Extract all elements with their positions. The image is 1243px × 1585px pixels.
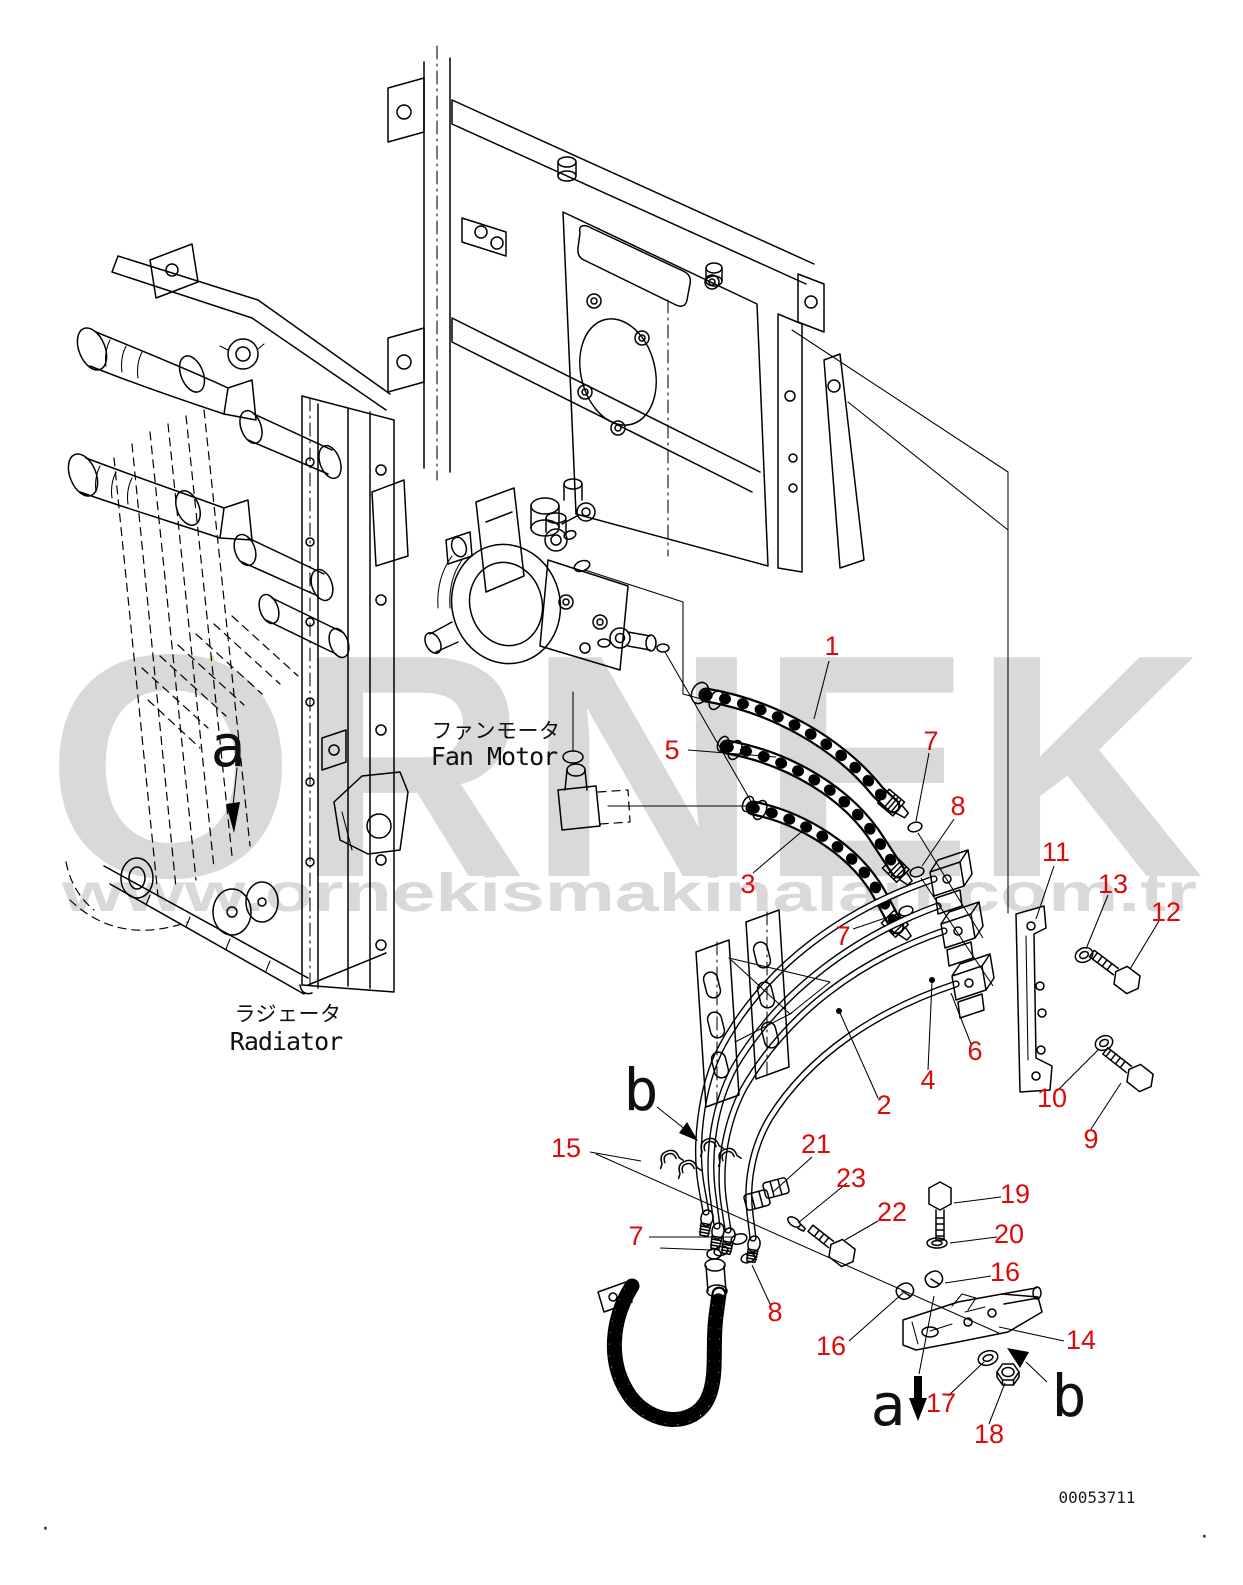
callout-16: 16 [990,1257,1020,1287]
mounting-bracket-11 [1015,905,1053,1093]
frame-assembly [371,45,1009,914]
callout-10: 10 [1037,1083,1067,1113]
fitting-23 [787,1216,806,1232]
fan-motor-label-jp: ファンモータ [432,719,561,743]
callout-11: 11 [1042,837,1070,867]
radiator-label-jp: ラジェータ [234,1002,341,1026]
watermark-url-text: www.ornekismakinalari.com.tr [61,863,1197,923]
view-marker-a: a [211,712,246,780]
bolt-22 [807,1224,856,1268]
callout-4: 4 [920,1065,935,1095]
callout-7: 7 [923,726,938,756]
stray-marks: .. [40,1514,1210,1543]
fan-motor [424,478,753,831]
callout-6: 6 [967,1036,982,1066]
watermark-triangle-icon [110,655,156,684]
callout-12: 12 [1151,897,1181,927]
callout-19: 19 [1000,1179,1030,1209]
stray-mark-.: . [40,1514,51,1535]
bolt-12 [1088,949,1141,995]
radiator-assembly [65,243,409,995]
hoses [690,681,913,941]
bolt-19 [928,1181,952,1241]
callout-23: 23 [836,1163,866,1193]
braided-hose [597,1248,728,1427]
clamps-15 [659,1137,742,1180]
callout-21: 21 [801,1129,831,1159]
callout-20: 20 [994,1219,1024,1249]
callout-1: 1 [824,631,839,661]
radiator-label-en: Radiator [230,1027,343,1056]
view-marker-letters: a b a b [211,712,1087,1439]
view-arrows [656,1106,1048,1421]
view-marker-b: b [624,1056,659,1124]
doc-number: 00053711 [1058,1488,1135,1507]
callout-22: 22 [877,1197,907,1227]
view-marker-a: a [871,1371,906,1439]
callout-7: 7 [835,921,850,951]
view-marker-b: b [1052,1362,1087,1430]
perforated-plates [695,909,831,1108]
lower-bracket-14-hardware [787,946,1154,1386]
component-labels: ファンモータ Fan Motor ラジェータ Radiator 00053711 [230,719,1136,1507]
callout-8: 8 [767,1297,782,1327]
fan-motor-label-en: Fan Motor [431,742,558,771]
callout-14: 14 [1066,1325,1096,1355]
callout-17: 17 [926,1388,956,1418]
pipes [695,849,995,1264]
callout-15: 15 [551,1133,581,1163]
callout-7: 7 [628,1221,643,1251]
leader-lines [589,660,1160,1425]
callout-3: 3 [740,869,755,899]
watermark-brand-text: ORNEK [46,589,1204,944]
stray-mark-.: . [1199,1522,1210,1543]
callout-18: 18 [974,1419,1004,1449]
callout-8: 8 [950,791,965,821]
watermark-triangle-icon [167,655,214,684]
callout-5: 5 [664,735,679,765]
nut-18 [996,1363,1020,1386]
callout-16: 16 [816,1331,846,1361]
callout-13: 13 [1098,869,1128,899]
bolt-9 [1102,1047,1154,1093]
callout-2: 2 [876,1090,891,1120]
callout-9: 9 [1083,1124,1098,1154]
